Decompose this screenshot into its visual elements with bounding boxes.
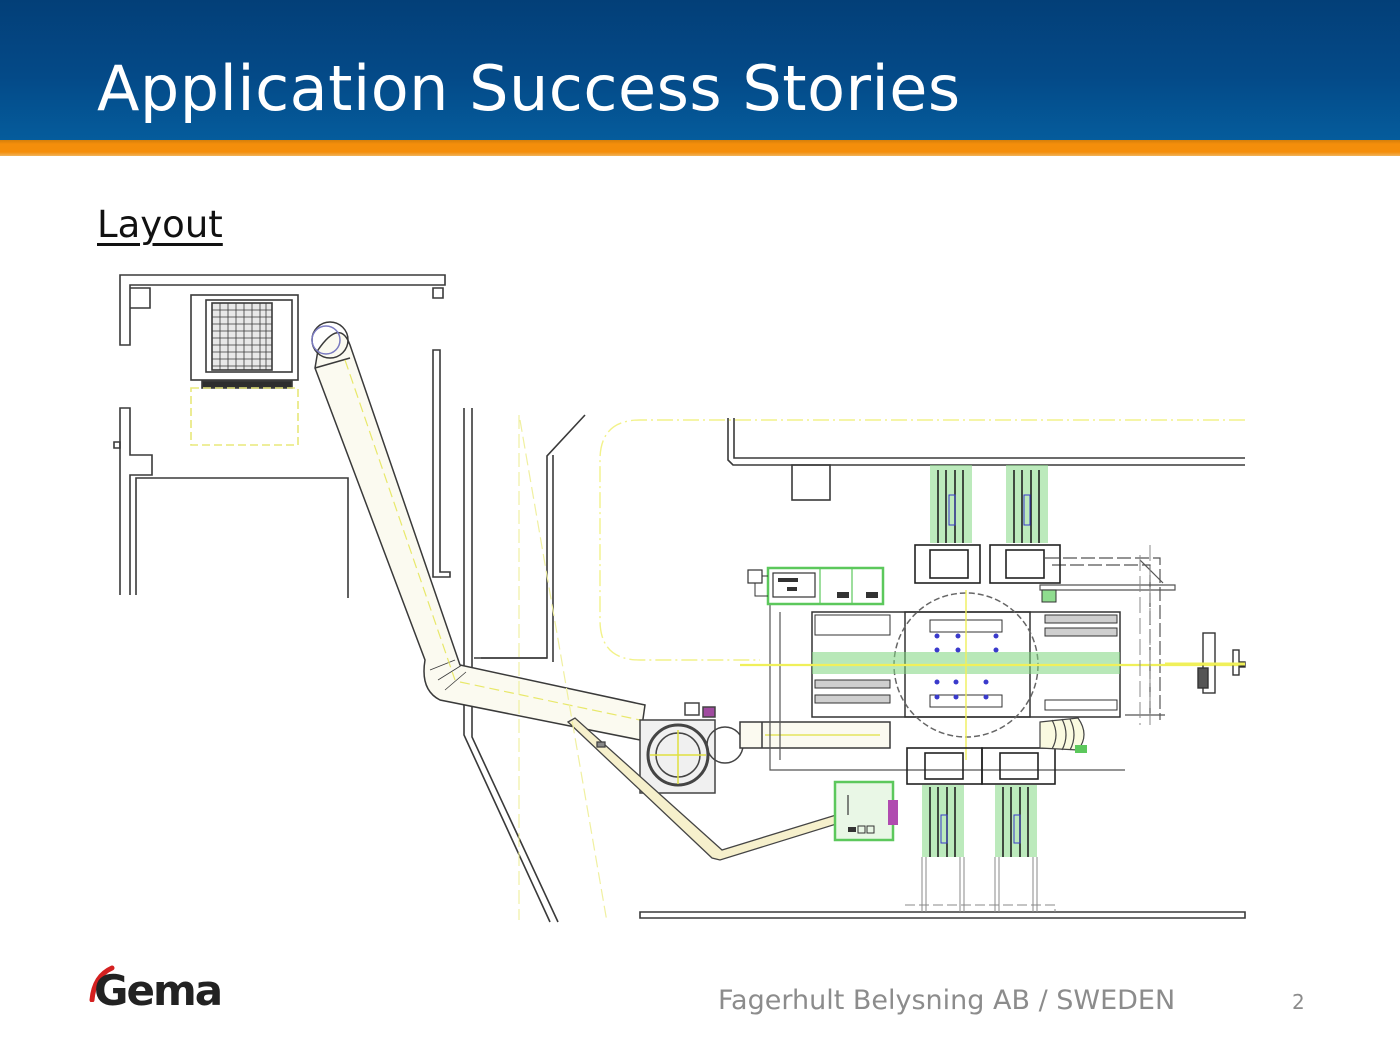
logo-arc-icon bbox=[89, 965, 115, 1002]
conveyor-axis bbox=[740, 590, 1245, 760]
customer-caption: Fagerhult Belysning AB / SWEDEN bbox=[718, 985, 1176, 1016]
small-box bbox=[1041, 589, 1057, 603]
filter-unit bbox=[190, 294, 299, 389]
spray-guns bbox=[934, 633, 999, 700]
powder-center bbox=[833, 780, 898, 842]
bellows bbox=[1039, 717, 1087, 753]
title-bar: Application Success Stories bbox=[0, 0, 1400, 140]
logo-text: Gema bbox=[94, 966, 223, 1015]
wall-left-center bbox=[463, 408, 586, 923]
control-cabinets bbox=[747, 566, 885, 606]
hall-top-wall bbox=[727, 418, 1245, 466]
filter-footprint bbox=[190, 387, 299, 446]
duct-main bbox=[311, 321, 646, 741]
accent-band bbox=[0, 140, 1400, 156]
section-heading: Layout bbox=[97, 203, 223, 246]
slide-title: Application Success Stories bbox=[97, 52, 961, 125]
gema-logo: Gema bbox=[86, 962, 223, 1018]
cyclone bbox=[639, 702, 744, 794]
gun-axes-top bbox=[914, 465, 1061, 584]
room-walls-top-left bbox=[113, 274, 451, 598]
gun-axes-bottom bbox=[905, 747, 1056, 912]
page-number: 2 bbox=[1292, 990, 1305, 1014]
column-block bbox=[791, 464, 831, 501]
hall-bottom-wall bbox=[639, 911, 1246, 919]
